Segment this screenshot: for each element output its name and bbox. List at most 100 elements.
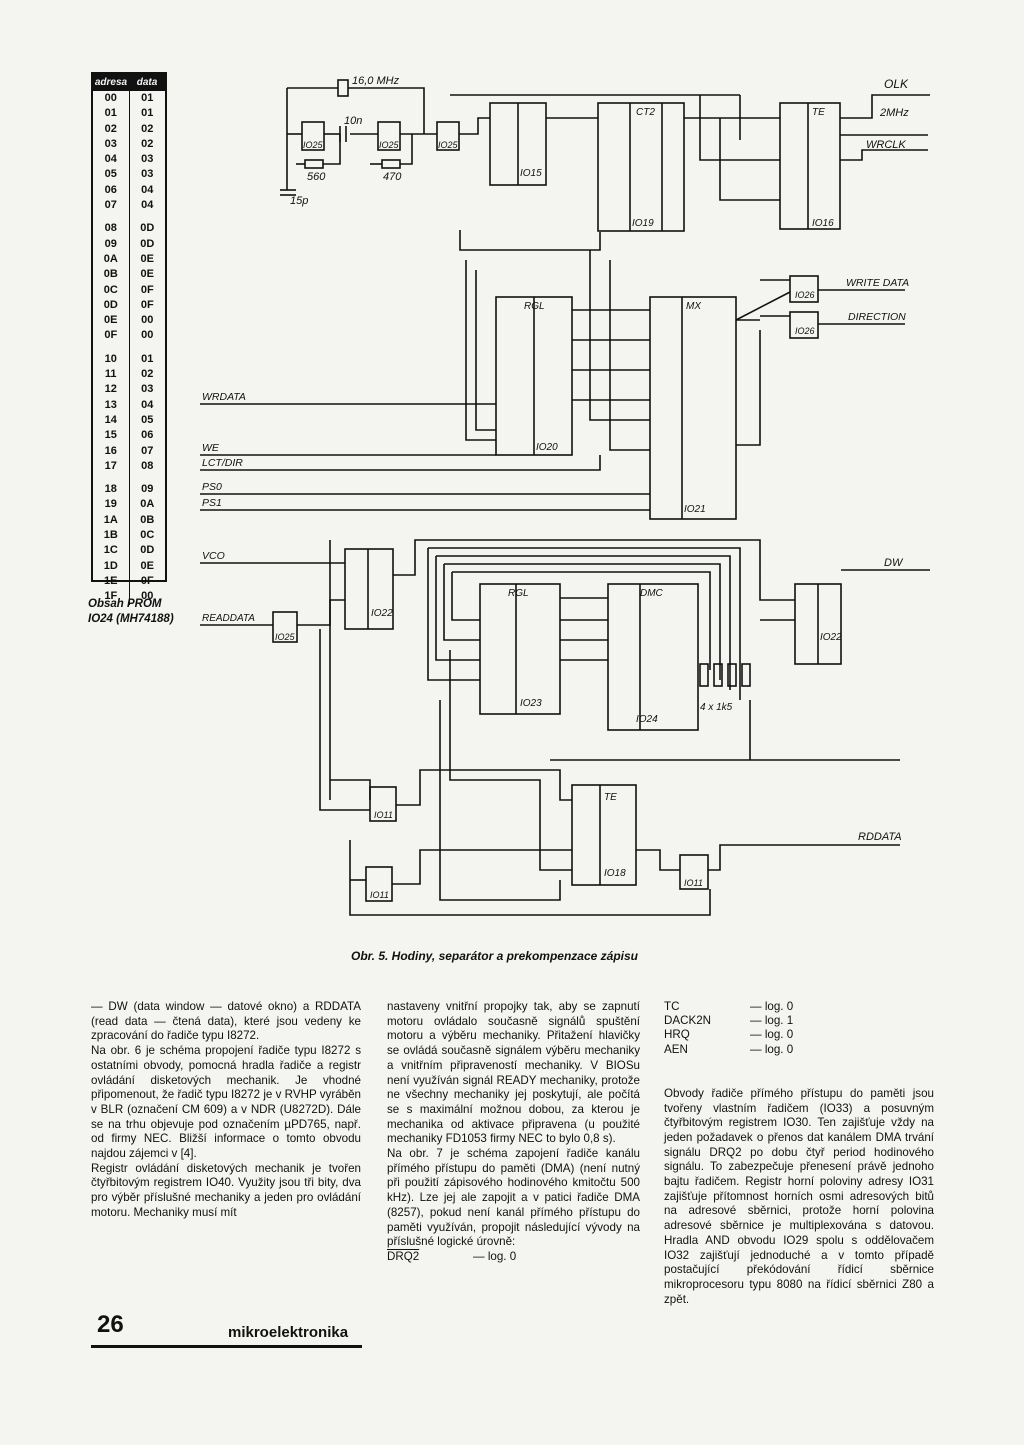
- label-we: WE: [202, 442, 220, 454]
- label-dw: DW: [884, 557, 904, 569]
- label-mx: MX: [686, 301, 701, 312]
- circuit-schematic: 16,0 MHz 10n 560 470 15p IO25 IO25 IO25 …: [200, 75, 930, 916]
- prom-row: 08 0D: [93, 221, 165, 237]
- prom-caption-line2: IO24 (MH74188): [88, 613, 174, 625]
- prom-value: 03: [141, 153, 154, 166]
- label-direction: DIRECTION: [848, 311, 906, 323]
- prom-value: 01: [141, 92, 154, 104]
- flipflop-io22a: [344, 548, 394, 630]
- label-io11a: IO11: [374, 810, 393, 820]
- paragraph: nastaveny vnitřní propojky tak, aby se z…: [387, 1000, 640, 1146]
- label-vco: VCO: [202, 550, 225, 562]
- gate-io25c: [436, 121, 460, 151]
- prom-value: 07: [141, 444, 154, 457]
- prom-address: 11: [93, 367, 130, 383]
- label-rgl1: RGL: [524, 301, 545, 312]
- signal-name: TC: [664, 1000, 680, 1013]
- prom-value: 04: [141, 199, 154, 212]
- label-freq: 16,0 MHz: [352, 75, 400, 87]
- prom-value: 04: [141, 398, 154, 411]
- prom-value: 0B: [140, 513, 155, 526]
- label-wrdata: WRDATA: [202, 391, 246, 403]
- prom-address: 0D: [93, 297, 130, 314]
- label-olk: OLK: [884, 77, 909, 91]
- text-column-1: — DW (data window — datové okno) a RDDAT…: [91, 1000, 361, 1221]
- label-dmc: DMC: [640, 588, 664, 599]
- prom-row: 04 03: [93, 152, 165, 168]
- label-10n: 10n: [344, 115, 362, 127]
- text-column-2: nastaveny vnitřní propojky tak, aby se z…: [387, 1000, 640, 1264]
- label-te2: TE: [604, 792, 617, 803]
- label-2mhz: 2MHz: [879, 107, 909, 119]
- label-io25a: IO25: [303, 140, 324, 150]
- label-ps1: PS1: [202, 497, 222, 509]
- prom-address: 09: [93, 236, 130, 252]
- label-io20: IO20: [536, 442, 558, 453]
- label-rddata: RDDATA: [858, 831, 902, 843]
- gate-io11c: [679, 854, 709, 890]
- label-io18: IO18: [604, 868, 626, 879]
- prom-address: 05: [93, 167, 130, 183]
- prom-address: 08: [93, 221, 130, 237]
- prom-row: 1A 0B: [93, 512, 165, 529]
- label-wrclk: WRCLK: [866, 139, 906, 151]
- crystal: [337, 79, 349, 97]
- prom-value: 02: [141, 122, 154, 135]
- page-number: 26: [97, 1311, 124, 1338]
- prom-address: 04: [93, 152, 130, 168]
- prom-value: 01: [141, 107, 154, 120]
- prom-address: 07: [93, 198, 130, 214]
- prom-address: 14: [93, 412, 130, 429]
- prom-address: 1A: [93, 512, 130, 529]
- label-470: 470: [383, 171, 402, 183]
- label-ct2: CT2: [636, 107, 655, 118]
- paragraph: Registr ovládání disketových mechanik je…: [91, 1161, 361, 1219]
- prom-value: 0D: [140, 237, 155, 250]
- prom-value: 01: [141, 352, 154, 365]
- prom-row: 07 04: [93, 198, 165, 214]
- prom-header-address: adresa: [94, 77, 128, 88]
- label-rgl2: RGL: [508, 588, 529, 599]
- register-io23: [479, 583, 561, 715]
- prom-row: 05 03: [93, 167, 165, 183]
- signal-name: AEN: [664, 1042, 688, 1056]
- prom-address: 15: [93, 428, 130, 444]
- prom-address: 0F: [93, 328, 130, 344]
- prom-value: 0D: [140, 222, 155, 235]
- prom-row-gap: [93, 343, 165, 352]
- gate-io26b: [789, 311, 819, 339]
- prom-value: 02: [141, 137, 154, 150]
- label-readdata: READDATA: [202, 613, 255, 624]
- prom-row: 09 0D: [93, 236, 165, 252]
- signal-name: DRQ2: [387, 1249, 420, 1263]
- signal-level: — log. 1: [750, 1014, 794, 1028]
- prom-address: 10: [93, 351, 130, 368]
- prom-row-gap: [93, 474, 165, 483]
- label-io15: IO15: [520, 168, 542, 179]
- paragraph: Na obr. 6 je schéma propojení řadiče typ…: [91, 1044, 361, 1161]
- label-15p: 15p: [290, 195, 308, 207]
- prom-address: 0A: [93, 251, 130, 268]
- label-io19: IO19: [632, 218, 654, 229]
- prom-value: 08: [141, 459, 154, 472]
- label-ps0: PS0: [202, 481, 222, 493]
- paragraph: Na obr. 7 je schéma zapojení řadiče kaná…: [387, 1147, 640, 1249]
- footer-rule: [91, 1345, 362, 1348]
- magazine-name: mikroelektronika: [228, 1324, 349, 1341]
- prom-address: 12: [93, 382, 130, 398]
- prom-header-data: data: [136, 77, 158, 88]
- prom-value: 03: [141, 168, 154, 181]
